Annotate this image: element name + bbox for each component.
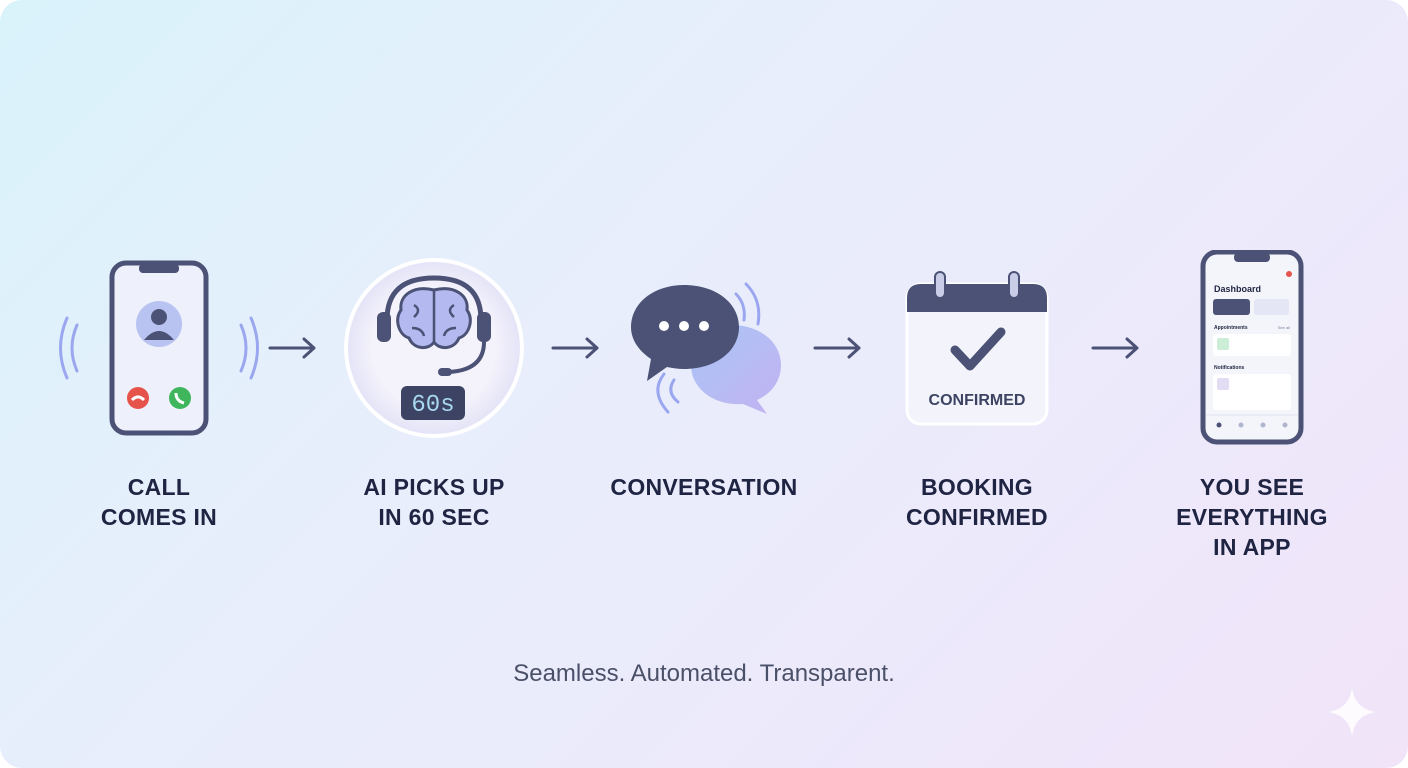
tagline: Seamless. Automated. Transparent. <box>513 660 895 687</box>
notifications-heading: Notifications <box>1214 365 1244 371</box>
label-line: IN APP <box>1213 534 1291 560</box>
label-line: CALL <box>127 474 191 500</box>
calendar-check-icon: CONFIRMED <box>857 250 1097 450</box>
label-line: IN 60 SEC <box>378 504 490 530</box>
label-line: CONFIRMED <box>906 504 1048 530</box>
dashboard-title: Dashboard <box>1214 284 1261 294</box>
phone-dashboard-icon: Dashboard Appointments See all Notificat… <box>1132 249 1372 450</box>
see-all-link: See all <box>1278 325 1290 330</box>
brain-headset-icon: 60s <box>314 250 554 450</box>
step-label: YOU SEE EVERYTHING IN APP <box>1132 472 1372 562</box>
step-label: CONVERSATION <box>584 472 824 502</box>
step-conversation: CONVERSATION <box>584 250 824 502</box>
phone-ringing-icon <box>39 250 279 450</box>
step-app: Dashboard Appointments See all Notificat… <box>1132 249 1372 562</box>
arrow-right-icon <box>551 337 599 359</box>
sparkle-icon <box>1328 688 1376 736</box>
timer-display: 60s <box>411 392 454 419</box>
step-label: AI PICKS UP IN 60 SEC <box>314 472 554 532</box>
arrow-right-icon <box>813 337 861 359</box>
label-line: EVERYTHING <box>1176 504 1328 530</box>
label-line: CONVERSATION <box>610 474 798 500</box>
appointments-heading: Appointments <box>1214 325 1248 331</box>
step-call-comes-in: CALL COMES IN <box>39 250 279 532</box>
step-label: BOOKING CONFIRMED <box>857 472 1097 532</box>
label-line: BOOKING <box>921 474 1033 500</box>
chat-bubbles-icon <box>584 250 824 450</box>
arrow-right-icon <box>268 337 316 359</box>
label-line: AI PICKS UP <box>363 474 505 500</box>
confirmed-badge: CONFIRMED <box>929 392 1026 409</box>
step-booking-confirmed: CONFIRMED BOOKING CONFIRMED <box>857 250 1097 532</box>
label-line: YOU SEE <box>1199 474 1305 500</box>
step-label: CALL COMES IN <box>39 472 279 532</box>
label-line: COMES IN <box>100 504 218 530</box>
arrow-right-icon <box>1091 337 1139 359</box>
step-ai-picks-up: 60s AI PICKS UP IN 60 SEC <box>314 250 554 532</box>
